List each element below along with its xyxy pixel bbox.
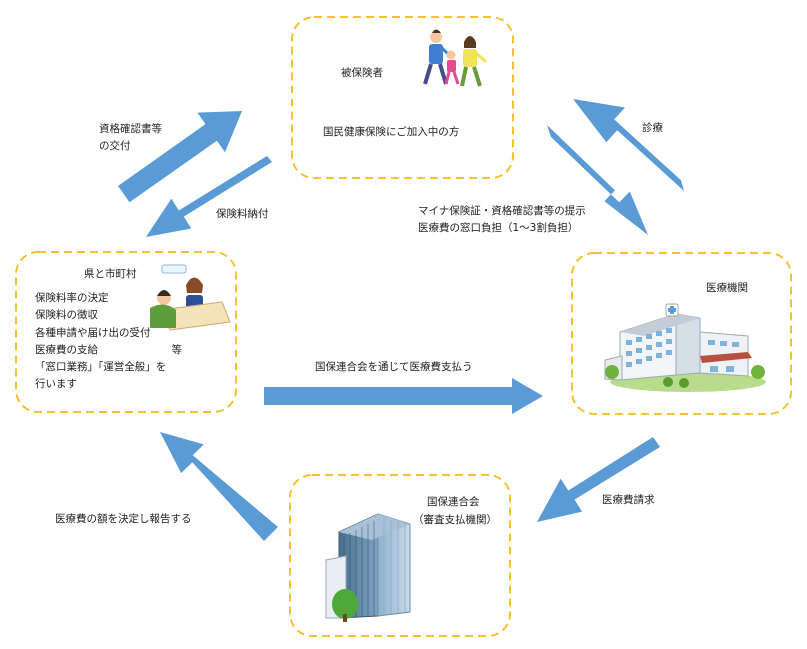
prefecture-role-list: 保険料率の決定 保険料の徴収 各種申請や届け出の受付 医療費の支給 等 「窓口業… xyxy=(35,290,182,394)
billing-label: 医療費請求 xyxy=(602,494,655,506)
present-card-line: マイナ保険証・資格確認書等の提示 xyxy=(418,205,586,217)
arrow-treatment xyxy=(573,99,684,191)
issue-certificate-label: 資格確認書等 の交付 xyxy=(99,121,162,156)
arrow-present-card xyxy=(547,125,648,235)
report-label: 医療費の額を決定し報告する xyxy=(55,513,192,525)
present-card-label: マイナ保険証・資格確認書等の提示 医療費の窓口負担（1～3割負担） xyxy=(418,203,586,238)
federation-title: 国保連合会 xyxy=(427,496,480,508)
office-counter-icon xyxy=(150,264,231,331)
prefecture-role-line: 医療費の支給 等 xyxy=(35,343,182,356)
insured-box xyxy=(291,16,514,179)
premium-payment-label: 保険料納付 xyxy=(216,208,269,220)
pay-via-federation-label: 国保連合会を通じて医療費支払う xyxy=(315,361,473,373)
prefecture-role-line: 行います xyxy=(35,378,77,391)
prefecture-title: 県と市町村 xyxy=(84,268,137,280)
insured-title: 被保険者 xyxy=(341,67,383,79)
family-icon xyxy=(423,29,488,87)
arrow-billing xyxy=(537,437,660,522)
prefecture-role-line: 保険料の徴収 xyxy=(35,309,98,322)
issue-certificate-line: 資格確認書等 xyxy=(99,123,162,135)
treatment-label: 診療 xyxy=(642,122,663,134)
federation-subtitle: （審査支払機関） xyxy=(413,514,497,526)
medical-box xyxy=(571,252,792,415)
office-building-icon xyxy=(325,513,411,622)
prefecture-role-line: 各種申請や届け出の受付 xyxy=(35,326,151,339)
arrow-report xyxy=(160,432,278,541)
medical-title: 医療機関 xyxy=(706,282,748,294)
insured-description: 国民健康保険にご加入中の方 xyxy=(323,126,460,138)
federation-box xyxy=(289,474,511,637)
present-card-line: 医療費の窓口負担（1～3割負担） xyxy=(418,222,579,235)
arrow-issue-certificate xyxy=(118,111,242,203)
prefecture-box xyxy=(15,251,237,413)
arrow-premium-payment xyxy=(146,156,272,237)
prefecture-role-line: 「窓口業務」「運営全般」を xyxy=(35,361,167,374)
prefecture-role-line: 保険料率の決定 xyxy=(35,292,109,304)
issue-certificate-line: の交付 xyxy=(99,140,131,153)
arrow-pay-via-federation xyxy=(264,378,543,414)
hospital-icon xyxy=(604,303,766,392)
